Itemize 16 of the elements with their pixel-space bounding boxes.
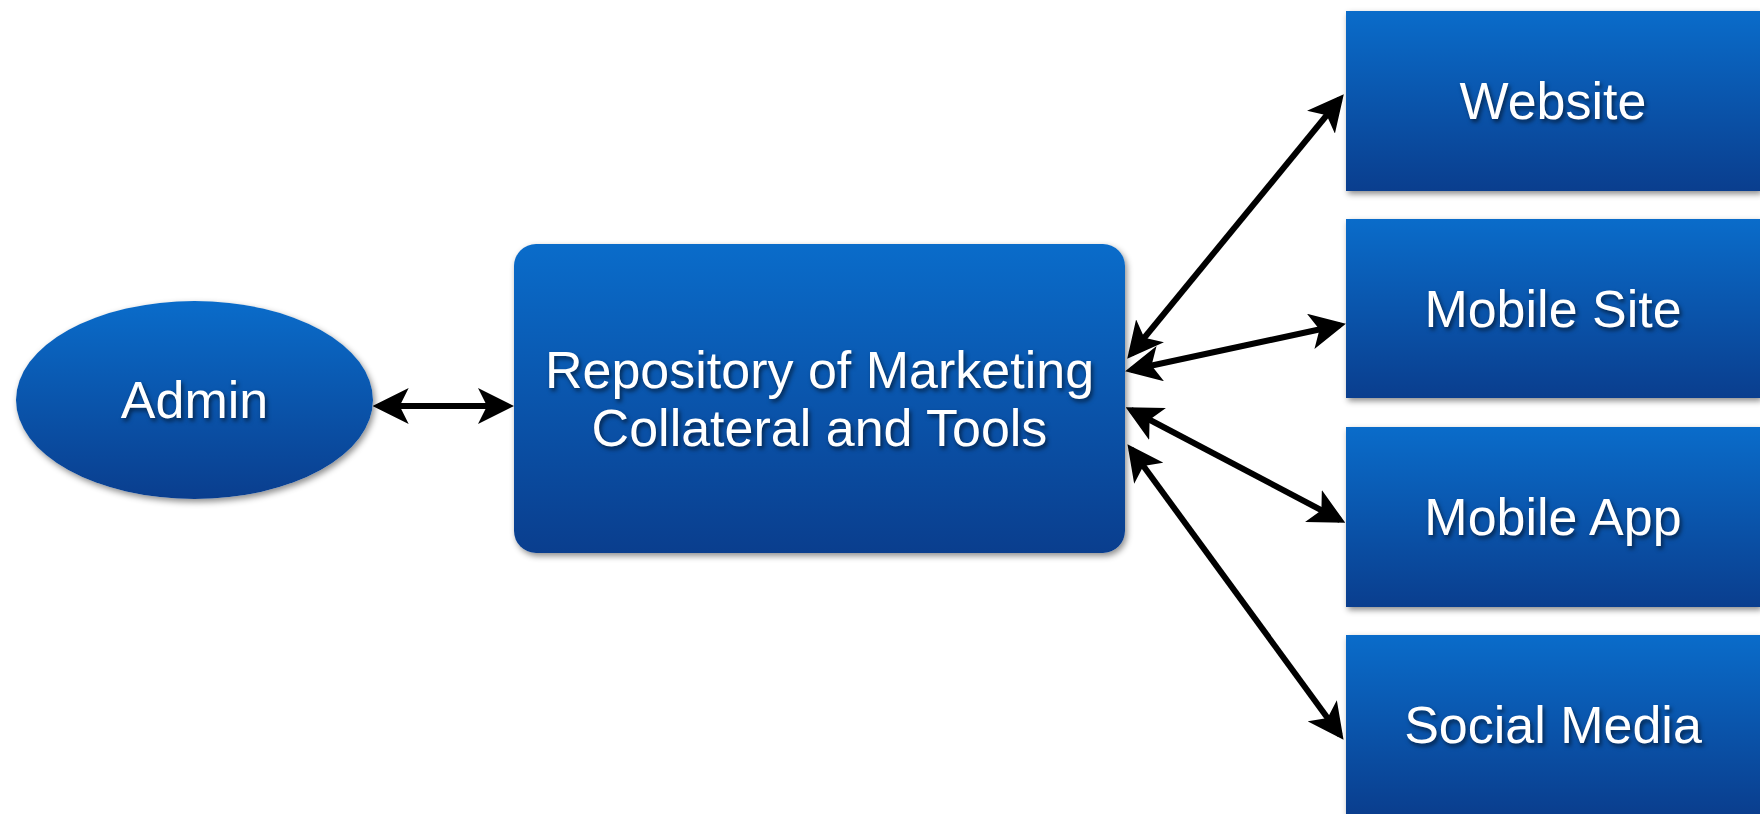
rounded-box bbox=[514, 244, 1125, 553]
node-label: Website bbox=[1458, 72, 1648, 130]
double-arrow bbox=[1127, 444, 1344, 740]
double-arrow bbox=[372, 388, 514, 424]
process-box bbox=[1346, 11, 1760, 191]
process-box bbox=[1346, 219, 1760, 398]
node-label: Mobile App bbox=[1423, 488, 1683, 546]
node-label: Mobile Site bbox=[1423, 279, 1683, 338]
process-box bbox=[1346, 427, 1760, 607]
node-label: Social Media bbox=[1403, 695, 1703, 754]
process-box bbox=[1346, 635, 1760, 814]
node-label: Repository of Marketing Collateral and Tools bbox=[543, 340, 1096, 457]
double-arrow bbox=[1125, 407, 1346, 523]
node-label: Admin bbox=[119, 371, 270, 429]
double-arrow bbox=[1125, 313, 1346, 382]
double-arrow bbox=[1127, 94, 1344, 359]
